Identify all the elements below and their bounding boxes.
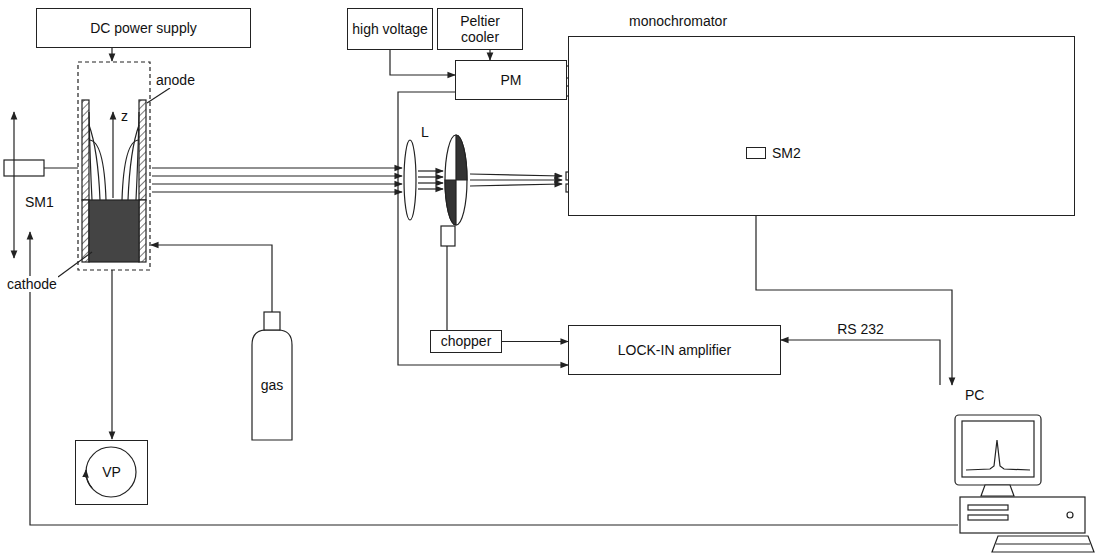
node-text: chopper bbox=[437, 333, 496, 349]
cathode-wall bbox=[82, 200, 89, 262]
chopper-blade bbox=[456, 135, 467, 180]
cathode-wall bbox=[139, 200, 146, 262]
power-supply-box: DC power supply bbox=[36, 8, 251, 48]
signal-connector bbox=[781, 340, 940, 385]
chopper-wire bbox=[446, 246, 447, 330]
signal-connector bbox=[502, 341, 568, 342]
part-label: L bbox=[420, 124, 430, 140]
signal-connector bbox=[398, 92, 568, 365]
node-text: gas bbox=[257, 377, 288, 393]
gas-line bbox=[151, 245, 272, 312]
node-text: monochromator bbox=[629, 13, 727, 29]
cell-housing bbox=[78, 62, 150, 270]
chopper-blade bbox=[445, 180, 456, 225]
node-text: LOCK-IN amplifier bbox=[614, 342, 736, 358]
node-text: PM bbox=[497, 72, 526, 88]
chopper-motor bbox=[441, 226, 455, 246]
gas-bottle-node: gas bbox=[250, 330, 294, 440]
control-line bbox=[30, 232, 958, 525]
node-text: Peltier cooler bbox=[438, 13, 522, 45]
gas-bottle bbox=[252, 330, 292, 440]
light-beam bbox=[152, 168, 562, 192]
anode-bar bbox=[139, 100, 146, 200]
stepper-motor-2: SM2 bbox=[746, 147, 766, 159]
node-text: high voltage bbox=[348, 21, 432, 37]
part-label: anode bbox=[155, 72, 196, 88]
part-label: cathode bbox=[6, 276, 58, 292]
motor-link bbox=[44, 167, 78, 168]
cathode-block bbox=[89, 200, 139, 262]
cooler-box: Peltier cooler bbox=[437, 8, 523, 50]
computer: PC bbox=[930, 385, 1092, 553]
computer-illustration bbox=[955, 415, 1094, 552]
z-axis-arrow bbox=[112, 112, 113, 198]
axis-label: z bbox=[120, 108, 129, 124]
node-text: SM2 bbox=[772, 145, 801, 161]
vacuum-pump-box: VP bbox=[75, 440, 148, 505]
field-lines bbox=[89, 112, 139, 200]
lock-in-box: LOCK-IN amplifier bbox=[568, 325, 781, 375]
leader-line bbox=[58, 252, 92, 277]
high-voltage-box: high voltage bbox=[347, 8, 433, 50]
chopper-box: chopper bbox=[430, 330, 502, 353]
anode-bar bbox=[82, 100, 89, 200]
part-label: SM1 bbox=[24, 194, 55, 210]
edge-label: RS 232 bbox=[835, 321, 886, 337]
stepper-motor-1 bbox=[4, 160, 44, 176]
bottle-valve bbox=[264, 312, 280, 330]
lens bbox=[404, 140, 416, 220]
pump-line bbox=[111, 270, 112, 439]
signal-connector bbox=[390, 50, 455, 75]
leader-line bbox=[147, 88, 170, 103]
pump-rotation bbox=[86, 470, 92, 488]
translation-arrow bbox=[13, 112, 14, 258]
chopper-wheel bbox=[445, 135, 467, 225]
wire bbox=[111, 48, 112, 61]
monochromator-housing: SM2monochromator bbox=[568, 36, 1075, 216]
signal-connector bbox=[489, 50, 490, 60]
node-text: VP bbox=[98, 464, 125, 480]
node-text: DC power supply bbox=[86, 20, 201, 36]
pump-symbol bbox=[86, 447, 136, 497]
photomultiplier-box: PM bbox=[455, 60, 567, 100]
node-text: PC bbox=[965, 387, 984, 403]
